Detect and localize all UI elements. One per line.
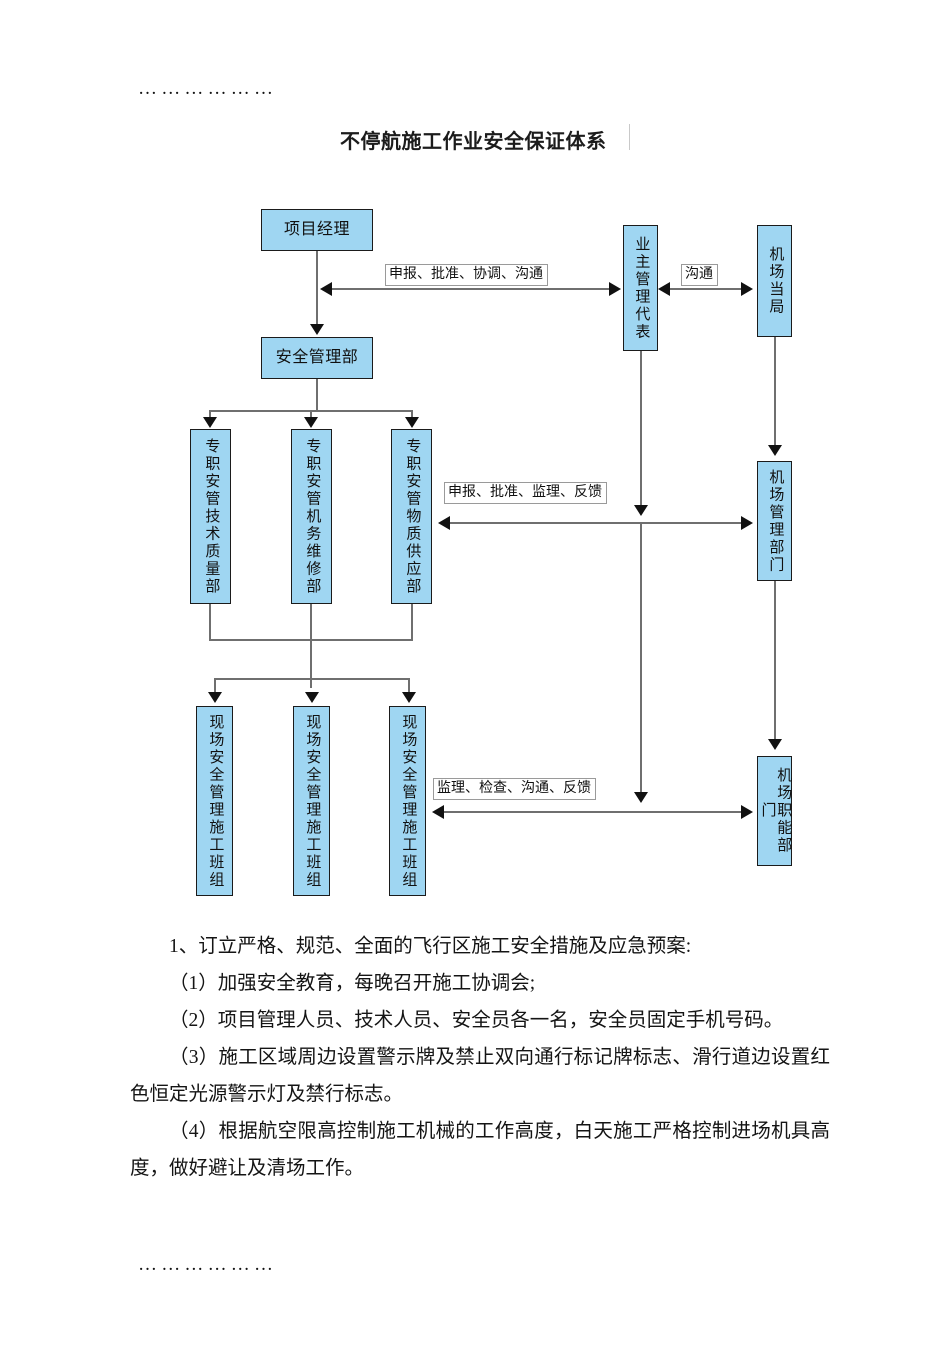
arrowhead-authority-to-mgmt — [768, 445, 782, 456]
arrowhead-to-site-team-2 — [305, 692, 319, 703]
arrowhead-owner-rep-vertical-lower — [634, 792, 648, 803]
connector-safety-drop-1 — [209, 410, 211, 419]
node-airport-management-department[interactable]: 机场管理部门 — [757, 461, 792, 581]
connector-owner-rep-vertical-lower — [640, 522, 642, 794]
arrowhead-to-technical-quality-dept — [203, 417, 217, 428]
connector-pm-to-safety — [316, 251, 318, 326]
edge-label-report-approve-supervise-feedback: 申报、批准、监理、反馈 — [444, 482, 607, 505]
arrowhead-to-site-team-3 — [402, 692, 416, 703]
node-technical-quality-dept[interactable]: 专职安管技术质量部 — [190, 429, 231, 604]
arrowhead-to-material-supply-dept — [405, 417, 419, 428]
node-project-manager[interactable]: 项目经理 — [261, 209, 373, 251]
arrowhead-pm-to-safety — [310, 324, 324, 335]
edge-label-supervise-inspect-communicate-feedback: 监理、检查、沟通、反馈 — [433, 778, 596, 801]
connector-site-teams-to-functional — [441, 811, 751, 813]
connector-mgmt-to-functional — [774, 581, 776, 741]
content-item-3: （3）施工区域周边设置警示牌及禁止双向通行标记牌标志、滑行道边设置红色恒定光源警… — [130, 1047, 830, 1105]
arrowhead-left-depts-airport-mgmt — [438, 516, 450, 530]
connector-center-trunk — [310, 604, 312, 688]
page-title: 不停航施工作业安全保证体系 — [340, 131, 607, 153]
node-site-safety-team-1[interactable]: 现场安全管理施工班组 — [196, 706, 233, 896]
arrowhead-mgmt-to-functional — [768, 739, 782, 750]
bottom-ellipsis: ……………… — [138, 1254, 278, 1275]
connector-safety-trunk — [316, 379, 318, 412]
connector-safety-drop-2 — [310, 410, 312, 419]
arrowhead-left-owner-authority — [658, 282, 670, 296]
node-machinery-maintenance-dept[interactable]: 专职安管机务维修部 — [291, 429, 332, 604]
connector-split-drop-3 — [408, 678, 410, 694]
top-ellipsis: ……………… — [138, 78, 278, 99]
connector-pm-to-owner-rep — [329, 288, 619, 290]
arrowhead-to-site-team-1 — [208, 692, 222, 703]
title-box-edge — [629, 124, 630, 150]
connector-authority-to-mgmt — [774, 337, 776, 447]
arrowhead-right-owner-authority — [741, 282, 753, 296]
arrowhead-left-pm-owner — [320, 282, 332, 296]
node-site-safety-team-3[interactable]: 现场安全管理施工班组 — [389, 706, 426, 896]
connector-merge-drop-1 — [209, 604, 211, 641]
content-item-2: （2）项目管理人员、技术人员、安全员各一名，安全员固定手机号码。 — [169, 1010, 784, 1031]
content-item-1: （1）加强安全教育，每晚召开施工协调会; — [169, 973, 536, 994]
arrowhead-right-pm-owner — [609, 282, 621, 296]
connector-split-bar-bottom — [214, 678, 410, 680]
connector-owner-to-authority — [667, 288, 751, 290]
node-site-safety-team-2[interactable]: 现场安全管理施工班组 — [293, 706, 330, 896]
connector-split-drop-1 — [214, 678, 216, 694]
arrowhead-right-site-functional — [741, 805, 753, 819]
node-airport-functional-department[interactable]: 机场职能部门 — [757, 756, 792, 866]
arrowhead-to-machinery-maintenance-dept — [304, 417, 318, 428]
node-safety-management-dept[interactable]: 安全管理部 — [261, 337, 373, 379]
arrowhead-left-site-functional — [432, 805, 444, 819]
connector-merge-drop-3 — [411, 604, 413, 641]
content-heading: 1、订立严格、规范、全面的飞行区施工安全措施及应急预案: — [169, 936, 692, 957]
connector-owner-rep-vertical — [640, 351, 642, 507]
node-material-supply-dept[interactable]: 专职安管物质供应部 — [391, 429, 432, 604]
edge-label-report-approve-coordinate-communicate: 申报、批准、协调、沟通 — [385, 264, 548, 287]
connector-safety-drop-3 — [411, 410, 413, 419]
content-item-4: （4）根据航空限高控制施工机械的工作高度，白天施工严格控制进场机具高度，做好避让… — [130, 1121, 830, 1179]
edge-label-communicate: 沟通 — [681, 264, 718, 287]
body-content: 1、订立严格、规范、全面的飞行区施工安全措施及应急预案: （1）加强安全教育，每… — [130, 928, 830, 1187]
arrowhead-right-depts-airport-mgmt — [741, 516, 753, 530]
node-owner-management-representative[interactable]: 业主管理代表 — [623, 225, 658, 351]
arrowhead-owner-rep-vertical — [634, 505, 648, 516]
connector-depts-to-airport-mgmt — [447, 522, 751, 524]
node-airport-authority[interactable]: 机场当局 — [757, 225, 792, 337]
